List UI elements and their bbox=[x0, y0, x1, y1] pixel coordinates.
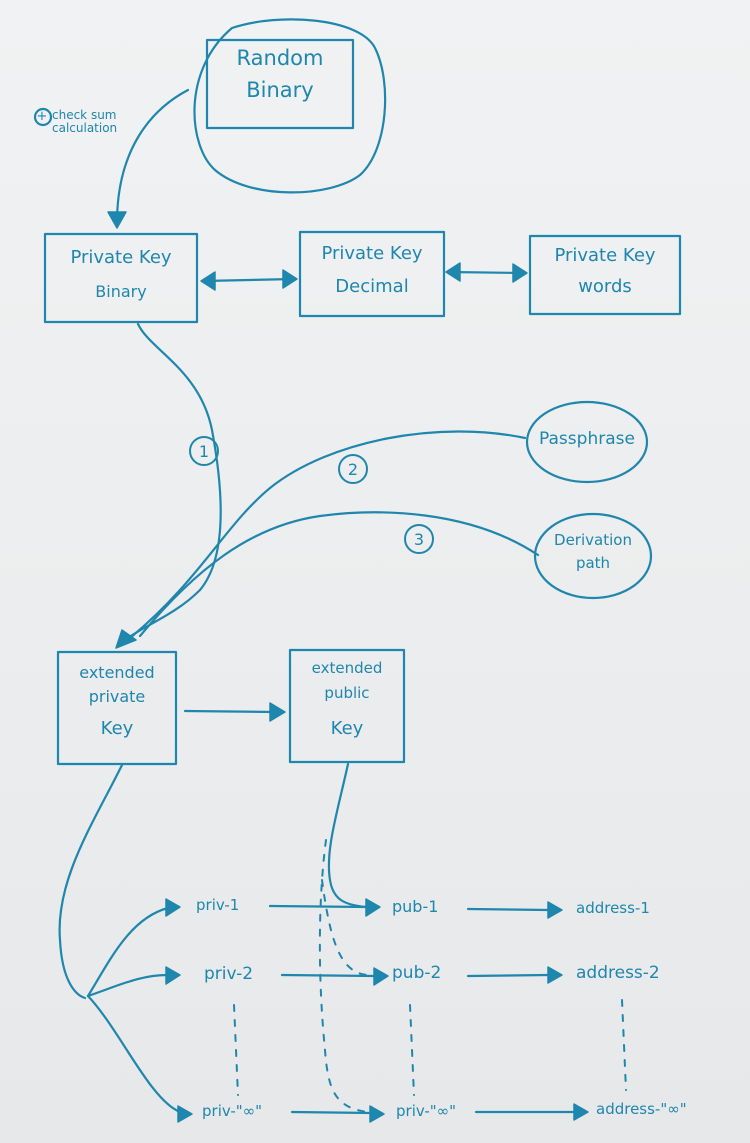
arrowhead-random-to-pk-binary bbox=[107, 211, 127, 229]
ext-public-dashed-b bbox=[321, 879, 371, 976]
pk-decimal-line-2: Decimal bbox=[335, 275, 409, 297]
pk-words-line-1: Private Key bbox=[554, 245, 656, 266]
random-binary-line-1: Random bbox=[236, 46, 324, 70]
arrowhead-words-right bbox=[512, 263, 528, 283]
pk-binary-label: Private Key Binary bbox=[45, 247, 197, 301]
dots-priv-column bbox=[233, 1004, 239, 1096]
arrow-ext-private-to-public bbox=[183, 709, 276, 714]
arrowhead-address-1 bbox=[547, 901, 563, 919]
curve-step-1 bbox=[123, 322, 222, 642]
checksum-note: check sum calculation bbox=[52, 108, 118, 135]
derivation-line-2: path bbox=[575, 554, 611, 573]
arrow-priv2-pub2 bbox=[280, 973, 377, 978]
derivation-circle bbox=[533, 512, 653, 600]
address-2-label: address-2 bbox=[576, 963, 660, 983]
fan-to-priv-2 bbox=[86, 973, 170, 998]
pk-decimal-line-1: Private Key bbox=[321, 243, 423, 264]
arrowhead-ext-public bbox=[269, 702, 286, 722]
pk-decimal-label: Private Key Decimal bbox=[300, 243, 444, 297]
ext-private-line-2: private bbox=[88, 687, 146, 707]
arrowhead-address-2 bbox=[547, 966, 563, 984]
curve-step-3 bbox=[138, 511, 540, 638]
passphrase-circle bbox=[525, 400, 649, 484]
pk-words-line-2: words bbox=[578, 275, 632, 297]
passphrase-label: Passphrase bbox=[539, 429, 635, 449]
derivation-label: Derivation path bbox=[535, 531, 651, 573]
pub-inf-label: priv-"∞" bbox=[396, 1102, 457, 1120]
fan-trunk bbox=[58, 763, 124, 1000]
ext-public-dashed bbox=[318, 839, 369, 1113]
pub-2-label: pub-2 bbox=[392, 963, 442, 983]
ext-public-line-2: public bbox=[324, 684, 370, 703]
step-3-badge: 3 bbox=[404, 524, 434, 554]
ext-private-box bbox=[56, 650, 178, 766]
ext-private-label: extended private Key bbox=[58, 663, 176, 739]
arrow-random-to-pk-binary bbox=[115, 88, 190, 222]
ext-public-label: extended public Key bbox=[290, 659, 404, 739]
arrowhead-decimal-right bbox=[282, 269, 298, 289]
address-1-label: address-1 bbox=[576, 899, 650, 917]
arrow-priv1-pub1 bbox=[268, 904, 370, 909]
priv-1-label: priv-1 bbox=[196, 896, 240, 914]
pub-1-label: pub-1 bbox=[392, 897, 439, 916]
random-binary-box bbox=[205, 38, 355, 130]
arrowhead-address-inf bbox=[573, 1103, 589, 1121]
ext-private-line-3: Key bbox=[100, 717, 134, 739]
arrow-pub2-address2 bbox=[466, 973, 550, 978]
random-binary-line-2: Binary bbox=[246, 78, 314, 103]
checksum-plus-sign: + bbox=[36, 108, 48, 124]
fan-to-priv-1 bbox=[86, 906, 170, 998]
arrowhead-binary-left bbox=[200, 271, 216, 291]
priv-inf-label: priv-"∞" bbox=[202, 1102, 263, 1120]
arrow-binary-decimal bbox=[201, 277, 296, 283]
address-inf-label: address-"∞" bbox=[596, 1100, 687, 1118]
arrowhead-pub-2a bbox=[373, 967, 389, 986]
ext-public-box bbox=[288, 648, 406, 764]
fan-to-priv-inf bbox=[86, 994, 182, 1114]
ext-public-line-1: extended bbox=[311, 659, 383, 677]
ext-private-line-1: extended bbox=[79, 663, 155, 682]
random-binary-outer-circle bbox=[193, 18, 387, 194]
curve-step-2 bbox=[128, 430, 527, 640]
dots-address-column bbox=[621, 999, 627, 1091]
random-binary-label: Random Binary bbox=[207, 46, 353, 102]
pk-binary-box bbox=[43, 232, 199, 324]
step-2-badge: 2 bbox=[338, 454, 368, 484]
pk-decimal-box bbox=[298, 230, 446, 318]
priv-2-label: priv-2 bbox=[204, 964, 254, 984]
dots-pub-column bbox=[409, 1004, 415, 1096]
pk-words-label: Private Key words bbox=[530, 245, 680, 297]
arrowhead-decimal-left bbox=[445, 262, 461, 282]
ext-public-line-3: Key bbox=[330, 717, 364, 739]
pk-binary-line-1: Private Key bbox=[70, 247, 172, 268]
pk-words-box bbox=[528, 234, 682, 316]
step-1-badge: 1 bbox=[189, 436, 219, 466]
arrowhead-into-ext-private bbox=[115, 629, 137, 649]
pk-binary-line-2: Binary bbox=[95, 281, 147, 301]
arrow-privinf-pubinf bbox=[290, 1110, 374, 1115]
derivation-line-1: Derivation bbox=[554, 531, 632, 549]
arrowhead-priv-2 bbox=[165, 966, 181, 985]
ext-public-line bbox=[327, 762, 368, 909]
arrowhead-priv-1 bbox=[165, 898, 181, 917]
arrow-pub1-address1 bbox=[466, 907, 550, 912]
checksum-plus-circle bbox=[33, 107, 53, 127]
arrowhead-priv-inf bbox=[177, 1105, 193, 1123]
